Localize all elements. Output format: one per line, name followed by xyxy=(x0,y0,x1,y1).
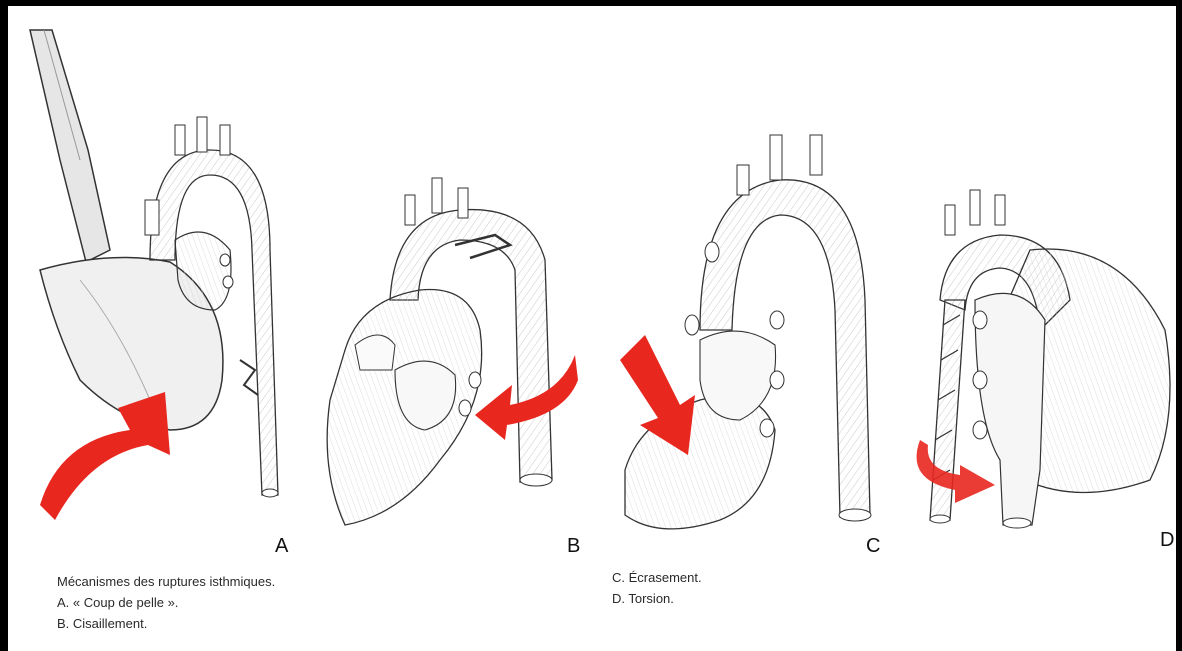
panel-b-drawing xyxy=(327,178,578,525)
caption-line-b: B. Cisaillement. xyxy=(57,613,275,634)
panel-d-drawing xyxy=(917,190,1170,528)
rotation-arrow-icon xyxy=(917,440,995,503)
caption-line-a: A. « Coup de pelle ». xyxy=(57,592,275,613)
panel-label-d: D xyxy=(1160,530,1174,550)
force-arrow-icon xyxy=(40,392,170,520)
caption-line-d: D. Torsion. xyxy=(612,588,702,609)
panel-c-drawing xyxy=(620,135,871,529)
panel-label-c: C xyxy=(866,536,880,556)
caption-line-c: C. Écrasement. xyxy=(612,567,702,588)
caption-title: Mécanismes des ruptures isthmiques. xyxy=(57,571,275,592)
panel-label-b: B xyxy=(567,536,580,556)
panel-label-a: A xyxy=(275,536,288,556)
caption-right: C. Écrasement. D. Torsion. xyxy=(612,567,702,609)
shovel-illustration xyxy=(30,30,223,430)
caption-left: Mécanismes des ruptures isthmiques. A. «… xyxy=(57,571,275,634)
panel-a-drawing xyxy=(30,30,278,520)
